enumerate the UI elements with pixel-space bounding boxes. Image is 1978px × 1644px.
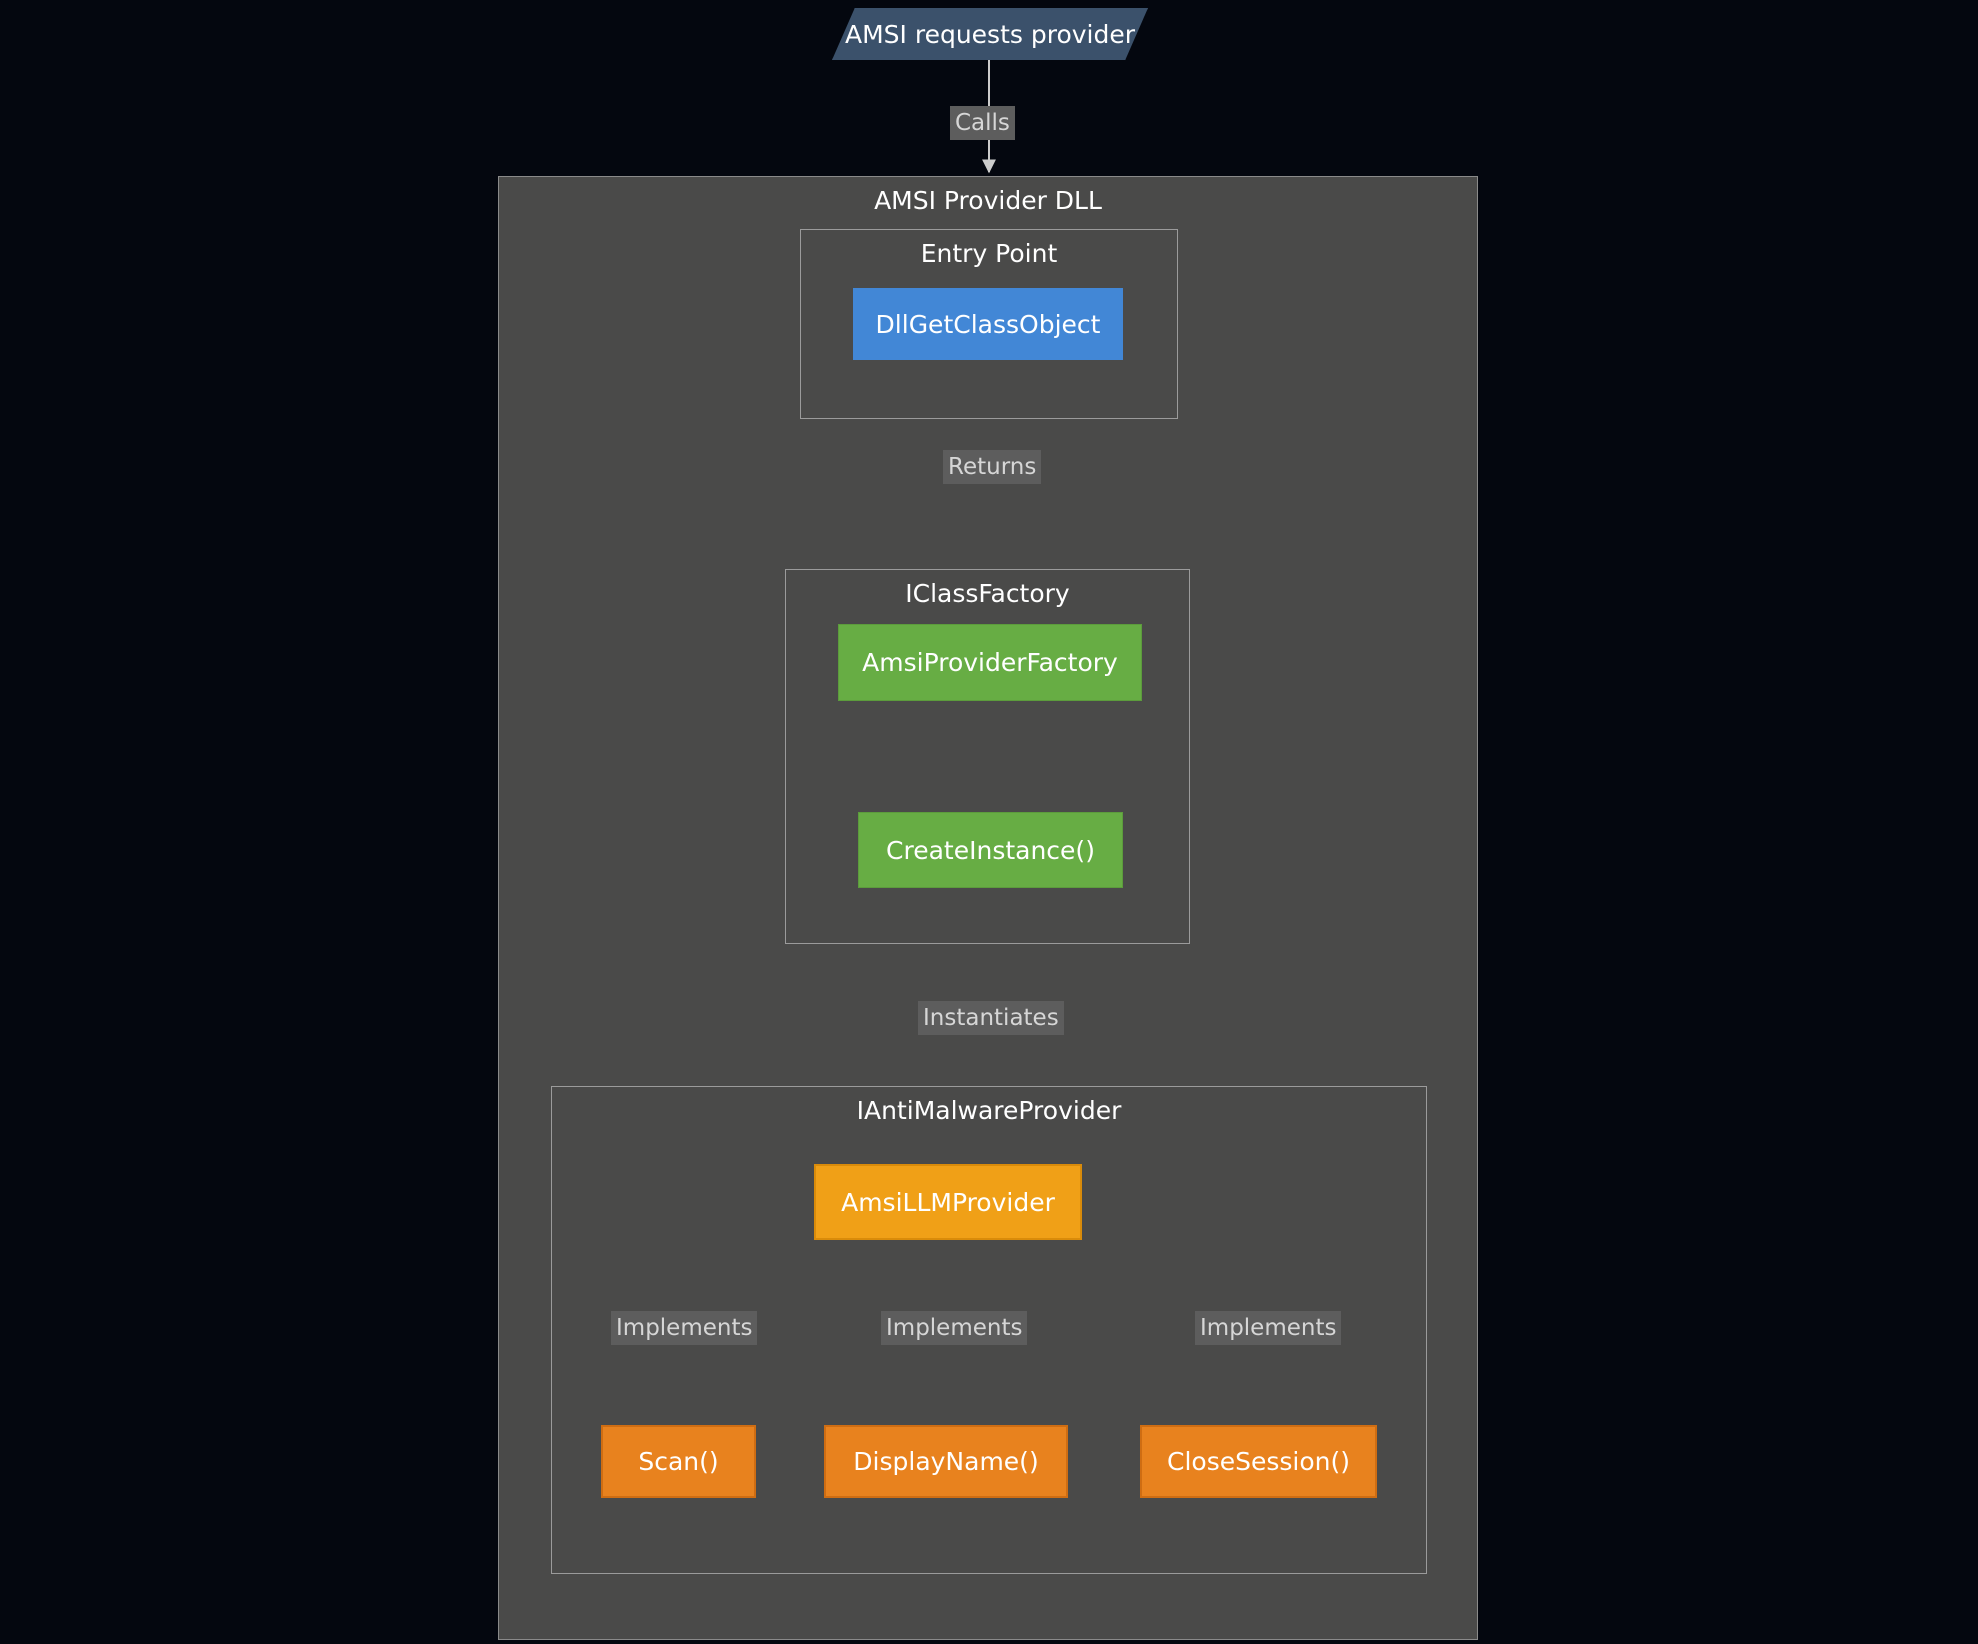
node-createinstance[interactable]: CreateInstance() <box>858 812 1123 888</box>
node-label-closesession: CloseSession() <box>1167 1447 1350 1476</box>
node-amsillmprovider[interactable]: AmsiLLMProvider <box>814 1164 1082 1240</box>
cluster-title-iantimalwareprovider: IAntiMalwareProvider <box>856 1096 1122 1125</box>
edge-label-implements-scan: Implements <box>611 1311 758 1345</box>
start-node-label: AMSI requests provider <box>844 19 1136 49</box>
edge-label-implements-closesession: Implements <box>1195 1311 1342 1345</box>
cluster-title-amsi-provider-dll: AMSI Provider DLL <box>874 186 1102 215</box>
node-label-dllgetclassobject: DllGetClassObject <box>875 309 1101 339</box>
node-label-amsillmprovider: AmsiLLMProvider <box>841 1187 1055 1217</box>
edge-label-implements-displayname: Implements <box>881 1311 1028 1345</box>
node-displayname[interactable]: DisplayName() <box>824 1425 1068 1498</box>
node-dllgetclassobject[interactable]: DllGetClassObject <box>853 288 1123 360</box>
cluster-title-entry-point: Entry Point <box>920 239 1058 268</box>
node-label-scan: Scan() <box>638 1447 719 1476</box>
node-label-displayname: DisplayName() <box>853 1447 1039 1476</box>
node-amsiproviderfactory[interactable]: AmsiProviderFactory <box>838 624 1142 701</box>
edge-label-calls: Calls <box>950 106 1015 140</box>
node-scan[interactable]: Scan() <box>601 1425 756 1498</box>
cluster-title-iclassfactory: IClassFactory <box>905 579 1070 608</box>
start-node-amsi-requests-provider[interactable]: AMSI requests provider <box>832 8 1148 60</box>
node-label-amsiproviderfactory: AmsiProviderFactory <box>862 648 1118 677</box>
edge-label-returns: Returns <box>943 450 1042 484</box>
edge-label-instantiates: Instantiates <box>918 1001 1064 1035</box>
node-closesession[interactable]: CloseSession() <box>1140 1425 1377 1498</box>
node-label-createinstance: CreateInstance() <box>886 835 1095 865</box>
